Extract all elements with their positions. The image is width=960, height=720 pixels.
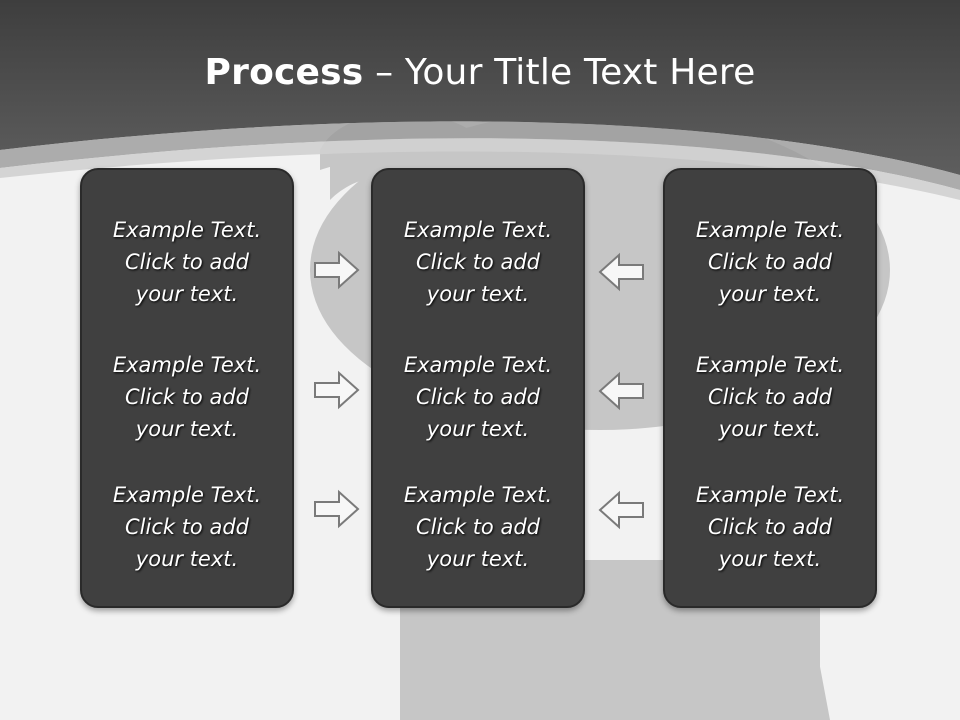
text-line: Example Text. — [112, 483, 262, 507]
text-line: Example Text. — [695, 353, 845, 377]
text-line: your text. — [718, 282, 822, 306]
arrow-left-icon — [598, 371, 644, 411]
text-line: Click to add — [707, 250, 832, 274]
text-line: Click to add — [707, 385, 832, 409]
text-block[interactable]: Example Text. Click to add your text. — [373, 479, 583, 575]
text-line: Example Text. — [695, 483, 845, 507]
text-line: Example Text. — [403, 353, 553, 377]
text-line: Click to add — [124, 250, 249, 274]
text-line: Example Text. — [112, 353, 262, 377]
text-line: Click to add — [707, 515, 832, 539]
text-line: Example Text. — [403, 218, 553, 242]
text-block[interactable]: Example Text. Click to add your text. — [82, 479, 292, 575]
text-line: Click to add — [124, 385, 249, 409]
arrow-left-icon — [598, 490, 644, 530]
text-block[interactable]: Example Text. Click to add your text. — [373, 214, 583, 310]
text-line: Click to add — [415, 515, 540, 539]
page-title: Process – Your Title Text Here — [0, 52, 960, 93]
text-line: your text. — [135, 282, 239, 306]
text-line: Example Text. — [695, 218, 845, 242]
arrow-left-icon — [598, 252, 644, 292]
text-line: your text. — [135, 417, 239, 441]
text-block[interactable]: Example Text. Click to add your text. — [82, 349, 292, 445]
text-line: your text. — [718, 547, 822, 571]
text-line: Click to add — [415, 385, 540, 409]
text-line: Example Text. — [403, 483, 553, 507]
process-box-left[interactable]: Example Text. Click to add your text. Ex… — [80, 168, 294, 608]
process-box-center[interactable]: Example Text. Click to add your text. Ex… — [371, 168, 585, 608]
arrow-right-icon — [314, 370, 360, 410]
arrow-right-icon — [314, 250, 360, 290]
text-line: your text. — [135, 547, 239, 571]
arrow-right-icon — [314, 489, 360, 529]
text-block[interactable]: Example Text. Click to add your text. — [665, 479, 875, 575]
title-bold: Process — [204, 52, 364, 93]
title-rest: – Your Title Text Here — [363, 52, 756, 93]
process-box-right[interactable]: Example Text. Click to add your text. Ex… — [663, 168, 877, 608]
text-line: your text. — [426, 417, 530, 441]
text-block[interactable]: Example Text. Click to add your text. — [665, 349, 875, 445]
text-line: Click to add — [415, 250, 540, 274]
text-block[interactable]: Example Text. Click to add your text. — [373, 349, 583, 445]
text-line: your text. — [718, 417, 822, 441]
text-block[interactable]: Example Text. Click to add your text. — [82, 214, 292, 310]
text-block[interactable]: Example Text. Click to add your text. — [665, 214, 875, 310]
text-line: Click to add — [124, 515, 249, 539]
text-line: your text. — [426, 282, 530, 306]
text-line: your text. — [426, 547, 530, 571]
text-line: Example Text. — [112, 218, 262, 242]
